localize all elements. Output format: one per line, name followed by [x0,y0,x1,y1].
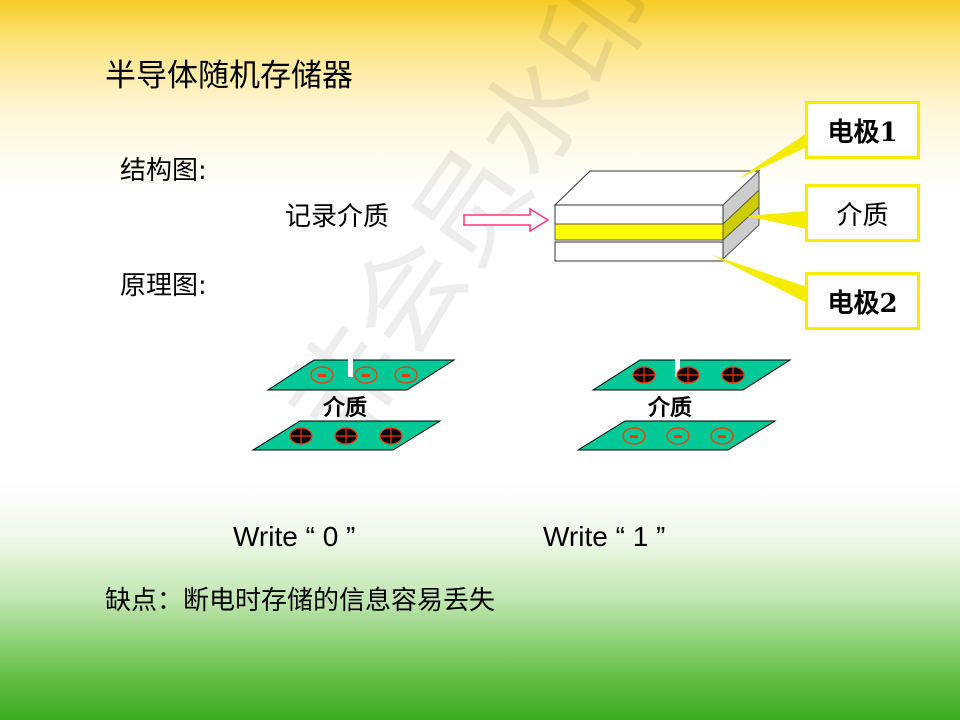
drawback-text: 缺点：断电时存储的信息容易丢失 [105,586,496,616]
write-1-caption: Write “ 1 ” [543,521,666,552]
principle-label: 原理图: [120,271,207,301]
arrow-icon [463,207,550,233]
slide-title: 半导体随机存储器 [105,58,353,94]
diagram-write-1 [576,357,792,451]
structure-label: 结构图: [120,156,207,186]
diagram1-medium-label: 介质 [323,396,368,421]
callout-line-3 [712,255,807,303]
diagram-write-0 [251,357,456,451]
electrode1-callout: 电极1 [805,101,920,159]
write-0-caption: Write “ 0 ” [233,521,356,552]
electrode1-layer [554,204,724,225]
medium-layer [554,223,724,241]
diagram2-medium-label: 介质 [648,396,693,421]
medium-label: 记录介质 [285,202,390,232]
electrode2-callout: 电极2 [805,272,920,330]
callout-line-2 [746,211,807,229]
electrode2-layer [554,241,724,262]
medium-callout: 介质 [805,184,920,242]
callout-line-1 [738,133,807,179]
